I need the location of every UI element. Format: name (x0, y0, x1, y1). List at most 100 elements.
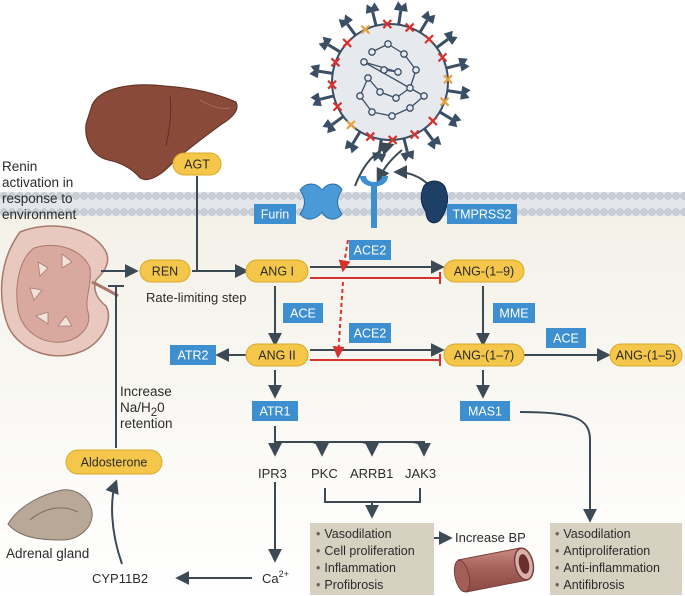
right-outcome-2-text: Antiproliferation (563, 544, 650, 558)
membrane-lipid-head (480, 192, 488, 200)
virus-spike (319, 94, 335, 101)
box-ace2-mid-label: ACE2 (354, 327, 387, 341)
membrane-lipid-head (288, 192, 296, 200)
membrane-lipid-head (112, 208, 120, 216)
membrane-lipid-head (520, 208, 528, 216)
pill-ang15-label: ANG-(1–5) (616, 349, 676, 363)
virus-genome-node (380, 66, 388, 74)
membrane-lipid-head (8, 208, 16, 216)
rate-limiting-label: Rate-limiting step (146, 290, 246, 305)
virus-spike-head (344, 140, 359, 154)
membrane-lipid-head (264, 192, 272, 200)
virus-spike (318, 69, 333, 75)
increase-text-line-3: retention (120, 416, 173, 431)
membrane-lipid-head (456, 192, 464, 200)
left-outcome-4: •Profibrosis (316, 578, 383, 592)
virus-membrane-protein (443, 74, 453, 85)
virus-spike (418, 19, 429, 34)
membrane-lipid-head (376, 208, 384, 216)
membrane-lipid-head (656, 208, 664, 216)
left-outcome-1: •Vasodilation (316, 527, 392, 541)
blood-vessel-icon (453, 547, 535, 593)
membrane-lipid-head (648, 192, 656, 200)
membrane-lipid-head (40, 208, 48, 216)
arrow-tmprss2-to-virus (393, 165, 431, 187)
membrane-lipid-head (168, 192, 176, 200)
liver-icon (85, 84, 238, 180)
pill-aldosterone-label: Aldosterone (81, 456, 148, 470)
membrane-lipid-head (608, 208, 616, 216)
membrane-lipid-head (224, 192, 232, 200)
increase-text-line-1: Increase (120, 384, 172, 399)
arrow-mas1-to-outcomes (519, 411, 597, 523)
membrane-lipid-head (80, 208, 88, 216)
membrane-lipid-head (72, 208, 80, 216)
membrane-lipid-head (504, 192, 512, 200)
virus-spike-head (400, 150, 415, 162)
tmprss2-icon (420, 180, 449, 224)
pill-aldosterone: Aldosterone (65, 449, 163, 475)
pill-ang1: ANG I (245, 259, 309, 283)
membrane-lipid-head (536, 208, 544, 216)
bullet: • (555, 527, 559, 541)
box-ace2-top-label: ACE2 (354, 244, 387, 258)
membrane-lipid-head (64, 192, 72, 200)
box-tmprss2: TMPRSS2 (447, 204, 517, 224)
virus-spike-head (443, 30, 458, 45)
membrane-lipid-head (88, 208, 96, 216)
virus-genome-segment (363, 61, 425, 97)
arrow-virus-to-ace2 (376, 149, 403, 183)
virus-genome-node (412, 66, 420, 74)
membrane-lipid-head (576, 208, 584, 216)
arrow-to-jak3 (409, 441, 431, 457)
membrane-lipid-head (552, 208, 560, 216)
membrane-lipid-head (632, 208, 640, 216)
membrane-lipid-head (232, 192, 240, 200)
membrane-lipid-head (32, 192, 40, 200)
membrane-lipid-head (112, 192, 120, 200)
membrane-lipid-head (392, 192, 400, 200)
right-outcome-3-text: Anti-inflammation (563, 561, 660, 575)
box-atr1-label: ATR1 (259, 405, 290, 419)
membrane-lipid-head (48, 208, 56, 216)
virus-membrane-protein (437, 52, 448, 63)
virus-genome-node (360, 58, 368, 66)
virus-spike-head (310, 92, 322, 107)
renin-text-line-4: environment (2, 207, 77, 222)
membrane-lipid-head (200, 208, 208, 216)
virus-genome-node (368, 108, 376, 116)
virus-icon (309, 1, 471, 163)
membrane-lipid-head (176, 208, 184, 216)
membrane-lipid-head (632, 192, 640, 200)
membrane-lipid-head (0, 208, 8, 216)
membrane-lipid-head (576, 192, 584, 200)
box-atr1: ATR1 (252, 401, 298, 421)
virus-spike-head (421, 10, 436, 24)
membrane-lipid-head (680, 208, 685, 216)
membrane-lipid-head (640, 208, 648, 216)
box-furin-label: Furin (261, 208, 290, 222)
membrane-lipid-head (560, 208, 568, 216)
membrane-lipid-head (672, 192, 680, 200)
bullet: • (555, 561, 559, 575)
virus-spike (397, 10, 403, 25)
membrane-lipid-head (96, 208, 104, 216)
increase-subscript: 2 (151, 407, 157, 419)
pill-ang17: ANG-(1–7) (443, 343, 525, 367)
box-mas1-label: MAS1 (468, 405, 502, 419)
membrane-lipid-head (664, 192, 672, 200)
membrane-lipid-head (376, 192, 384, 200)
arrow-to-arrb1 (359, 441, 379, 457)
pill-ren-label: REN (152, 265, 178, 279)
membrane-lipid-head (136, 208, 144, 216)
label-jak3: JAK3 (405, 466, 436, 481)
membrane-lipid-head (520, 192, 528, 200)
membrane-lipid-head (512, 192, 520, 200)
virus-membrane-protein (439, 96, 450, 107)
membrane-lipid-head (232, 208, 240, 216)
membrane-lipid-head (552, 192, 560, 200)
membrane-lipid-head (528, 208, 536, 216)
right-outcome-1: •Vasodilation (555, 527, 631, 541)
virus-spike-head (427, 135, 442, 150)
